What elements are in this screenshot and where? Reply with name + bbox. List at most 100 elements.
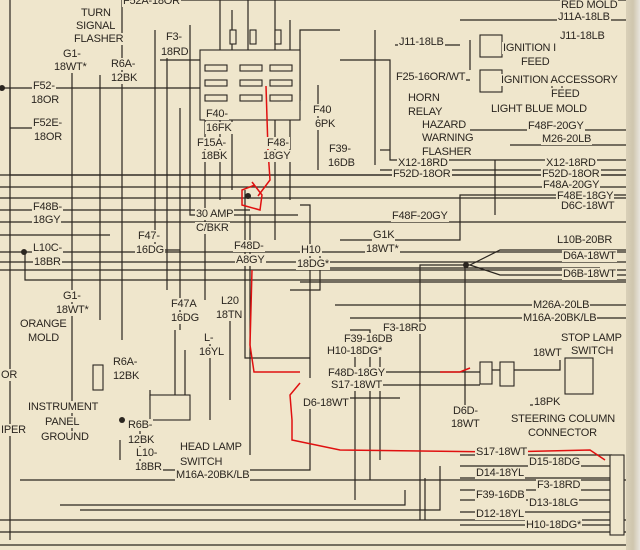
splice-dot xyxy=(119,417,125,423)
wire xyxy=(419,264,470,520)
fuse xyxy=(204,64,228,72)
wire-label-g1-mid-w: 18WT* xyxy=(55,304,90,316)
wire-label-m26a: M26A-20LB xyxy=(532,299,591,311)
wire-label-l10-w: 18BR xyxy=(134,461,163,473)
wire-label-l20-w: 18TN xyxy=(215,309,244,321)
wire-label-d13: D13-18LG xyxy=(528,497,580,509)
wire-label-g1k-w: 18WT* xyxy=(365,243,400,255)
wire-label-j11-r: J11-18LB xyxy=(559,30,606,42)
wire-label-h10-mid: H10-18DG* xyxy=(326,345,384,357)
wire-label-f48d: F48D- xyxy=(233,240,265,252)
wire-label-orange: ORANGE xyxy=(19,318,68,330)
wire-label-m16a-r: M16A-20BK/LB xyxy=(522,312,598,324)
wire-label-f39-mid: F39-16DB xyxy=(343,333,394,345)
fuse-holder xyxy=(274,29,282,45)
wire-label-r6a-mid-w: 12BK xyxy=(112,370,141,382)
wire-label-hlswitch: SWITCH xyxy=(179,456,224,468)
fuse xyxy=(269,94,293,102)
wire xyxy=(340,194,640,241)
fuse xyxy=(269,79,293,87)
wire-label-f48: F48- xyxy=(266,137,290,149)
page-binding-edge xyxy=(626,0,640,550)
wire-label-r6a-mid: R6A- xyxy=(112,356,139,368)
wire-label-h10: H10 xyxy=(300,244,322,256)
wire-label-g1-mid: G1- xyxy=(62,290,82,302)
wire-label-f40b: F40 xyxy=(312,104,333,116)
splice-dot xyxy=(245,193,251,199)
wire-label-f40: F40- xyxy=(205,108,229,120)
wire-label-f48e: F48E-18GY xyxy=(556,190,615,202)
wire-label-connector: CONNECTOR xyxy=(527,427,598,439)
splice-dot xyxy=(463,262,469,268)
wire-label-d6c: D6C-18WT xyxy=(560,200,616,212)
wire-label-f15a: F15A- xyxy=(196,137,227,149)
wire-label-f15a-w: 18BK xyxy=(200,150,229,162)
wire-label-f40b-w: 6PK xyxy=(314,118,337,130)
wire-label-f47a: F47A xyxy=(170,298,198,310)
wire-label-ground: GROUND xyxy=(40,431,90,443)
red-annotation-wire xyxy=(289,382,606,461)
stop-lamp-connector-right xyxy=(499,361,515,387)
wire-label-f3: F3- xyxy=(165,31,183,43)
wire-label-f3-w: 18RD xyxy=(160,46,190,58)
wire-label-f48f-r: F48F-20GY xyxy=(527,120,585,132)
wire-label-s17-mid: S17-18WT xyxy=(330,379,383,391)
wire xyxy=(340,59,640,161)
wire-label-switch: SWITCH xyxy=(570,345,615,357)
wire-label-d6a: D6A-18WT xyxy=(562,250,617,262)
wire-label-f40-w: 16FK xyxy=(205,122,233,134)
wire-label-m16a: M16A-20BK/LB xyxy=(175,469,251,481)
wire-label-f48d-mid: F48D-18GY xyxy=(327,367,386,379)
wire-label-f48d-w: A8GY xyxy=(235,254,266,266)
wire-label-l10c-w: 18BR xyxy=(33,256,62,268)
wire-label-ign1: IGNITION I xyxy=(502,42,558,54)
wire-label-turn: TURN xyxy=(80,7,112,19)
wire xyxy=(350,329,371,480)
wire-label-flasher: FLASHER xyxy=(73,33,125,45)
wire-label-d6d: D6D- xyxy=(452,405,479,417)
wire-label-headlamp: HEAD LAMP xyxy=(179,441,243,453)
wire-label-f48b-w: 18GY xyxy=(32,214,62,226)
wire-label-f52e: F52E- xyxy=(32,117,63,129)
fuse xyxy=(204,79,228,87)
wire-label-feed2: FEED xyxy=(550,88,581,100)
wire-label-f52-w: 18OR xyxy=(30,94,60,106)
wire-label-hflasher: FLASHER xyxy=(421,146,473,158)
wire-label-horn: HORN xyxy=(407,92,441,104)
wire-label-d15: D15-18DG xyxy=(528,456,581,468)
wire-label-f52dr: F52D-18OR xyxy=(541,168,601,180)
red-annotation-wire xyxy=(249,269,300,373)
wire-label-s17: S17-18WT xyxy=(475,446,528,458)
wire-label-r6a-top: R6A- xyxy=(110,58,137,70)
wire xyxy=(24,252,640,281)
wire-label-wt18: 18WT xyxy=(532,347,563,359)
red-annotation-circle xyxy=(241,181,263,211)
head-lamp-switch xyxy=(149,394,191,421)
wire-label-f48-w: 18GY xyxy=(262,150,292,162)
wire xyxy=(80,466,441,511)
wire-label-l20: L20 xyxy=(220,295,240,307)
wire-label-l: L- xyxy=(203,332,215,344)
wire-label-h10-bot: H10-18DG* xyxy=(525,519,583,531)
wire-label-h10-w: 18DG* xyxy=(296,258,331,270)
wire-label-instrument: INSTRUMENT xyxy=(27,401,100,413)
wire-label-j11: J11-18LB xyxy=(398,36,445,48)
wire-label-amp: 30 AMP xyxy=(195,208,235,220)
wire-label-d6b: D6B-18WT xyxy=(562,268,617,280)
red-annotation-wire xyxy=(440,367,471,373)
wire-label-l-w: 16YL xyxy=(198,346,225,358)
wire-label-l10: L10- xyxy=(135,447,159,459)
red-annotation-wire xyxy=(257,85,271,197)
steering-column-connector xyxy=(609,454,625,536)
wire-label-cbkr: C/BKR xyxy=(195,222,230,234)
wire-label-f39-bot: F39-16DB xyxy=(475,489,526,501)
fuse-holder xyxy=(249,29,257,45)
wire-label-d6: D6-18WT xyxy=(302,397,350,409)
wire-label-f48f: F48F-20GY xyxy=(391,210,449,222)
wire-label-g1k: G1K xyxy=(372,229,396,241)
wire-label-pk18: 18PK xyxy=(533,396,562,408)
wire-label-f39-w: 16DB xyxy=(327,157,356,169)
fuse xyxy=(239,64,263,72)
wire-label-f47a-w: 16DG xyxy=(170,312,200,324)
